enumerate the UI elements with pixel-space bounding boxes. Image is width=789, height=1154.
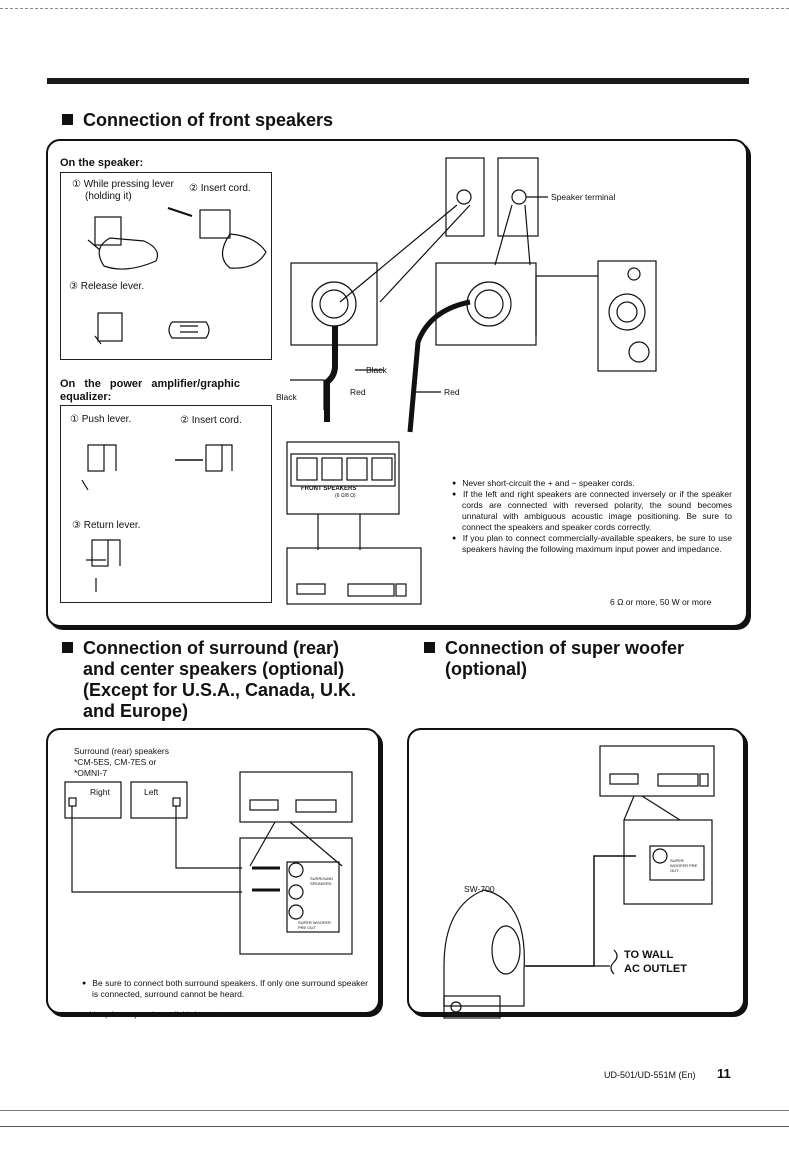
amp-step-2: ② Insert cord. — [180, 415, 242, 426]
heading-surround-line1: Connection of surround (rear) — [83, 638, 339, 658]
wire-black-label-2: Black — [276, 392, 297, 402]
on-speaker-title: On the speaker: — [60, 157, 144, 169]
footer-rule-2 — [0, 1126, 789, 1127]
heading-woofer: Connection of super woofer (optional) — [424, 638, 684, 680]
outlet-label-2: AC OUTLET — [624, 963, 687, 975]
surround-terminal-label: SURROUND SPEAKERS — [310, 876, 334, 886]
front-speakers-terminal-label: FRONT SPEAKERS — [301, 486, 357, 492]
bullet-square-icon — [62, 114, 73, 125]
woofer-pre-out-label: SUPER WOOFER PRE OUT — [670, 858, 698, 873]
note-2: If the left and right speakers are conne… — [462, 489, 732, 533]
note-3: If you plan to connect commercially-avai… — [462, 533, 732, 555]
surround-model-2: *OMNI-7 — [74, 768, 108, 778]
surround-title: Surround (rear) speakers — [74, 746, 169, 756]
surround-diagram-panel — [46, 728, 380, 1014]
wire-red-label-2: Red — [444, 387, 460, 397]
wire-red-label-1: Red — [350, 387, 366, 397]
amp-instruction-box — [60, 405, 272, 603]
note-1: Never short-circuit the + and − speaker … — [462, 478, 732, 489]
bullet-square-icon — [424, 642, 435, 653]
footer-model: UD-501/UD-551M (En) — [604, 1070, 696, 1080]
spec-text: 6 Ω or more, 50 W or more — [610, 597, 712, 607]
speaker-step-1b: (holding it) — [85, 191, 132, 202]
heading-surround-line2: and center speakers (optional) — [83, 659, 345, 679]
front-notes: Never short-circuit the + and − speaker … — [450, 478, 732, 555]
speaker-step-2: ② Insert cord. — [189, 183, 251, 194]
bullet-square-icon — [62, 642, 73, 653]
heading-front-text: Connection of front speakers — [83, 110, 334, 130]
amp-step-1: ① Push lever. — [70, 414, 132, 425]
speaker-step-1: ① While pressing lever — [72, 179, 174, 190]
woofer-out-label: SUPER WOOFER PRE OUT — [298, 920, 331, 930]
surround-footnote: * This option may not be available in so… — [80, 1010, 244, 1019]
heading-woofer-line1: Connection of super woofer — [445, 638, 685, 658]
heading-surround-line4: and Europe) — [83, 701, 189, 721]
amp-step-3: ③ Return lever. — [72, 520, 141, 531]
heading-surround-line3: (Except for U.S.A., Canada, U.K. — [83, 680, 357, 700]
footer-rule — [0, 1110, 789, 1111]
heading-woofer-line2: (optional) — [445, 659, 527, 679]
impedance-label: (6 Ω/8 Ω) — [335, 493, 356, 499]
speaker-instruction-box — [60, 172, 272, 360]
top-rule — [47, 78, 749, 84]
page-edge — [0, 0, 789, 9]
right-speaker-label: Right — [90, 787, 110, 797]
heading-surround: Connection of surround (rear) and center… — [62, 638, 382, 722]
speaker-terminal-label: Speaker terminal — [551, 192, 616, 202]
outlet-label-1: TO WALL — [624, 949, 674, 961]
speaker-step-3: ③ Release lever. — [69, 281, 145, 292]
amp-title-line1: On the power amplifier/graphic — [60, 378, 240, 390]
wire-black-label-1: Black — [366, 365, 387, 375]
page-number: 11 — [717, 1066, 731, 1081]
surround-model-1: *CM-5ES, CM-7ES or — [74, 757, 157, 767]
heading-front-speakers: Connection of front speakers — [62, 110, 333, 131]
woofer-model-label: SW-700 — [464, 884, 495, 894]
left-speaker-label: Left — [144, 787, 159, 797]
surround-note-text: Be sure to connect both surround speaker… — [92, 978, 368, 1000]
amp-title-line2: equalizer: — [60, 391, 112, 403]
surround-note: Be sure to connect both surround speaker… — [80, 978, 368, 1000]
